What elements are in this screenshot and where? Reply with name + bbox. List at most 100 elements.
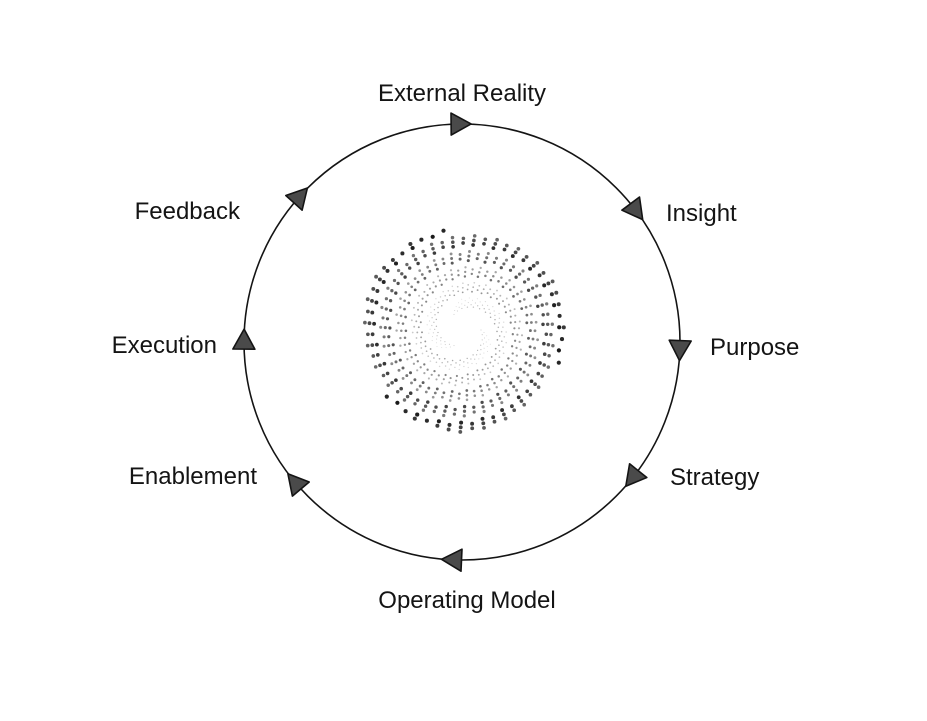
spiral-dot	[451, 359, 454, 362]
spiral-dot	[492, 305, 494, 308]
spiral-dot	[552, 303, 557, 308]
spiral-dot	[540, 374, 544, 378]
spiral-dot	[516, 333, 519, 336]
spiral-dot	[442, 413, 446, 418]
spiral-dot	[374, 300, 379, 305]
spiral-dot	[405, 394, 410, 399]
spiral-dot	[382, 265, 387, 270]
spiral-dot	[430, 311, 432, 314]
spiral-dot	[426, 265, 430, 269]
spiral-dot	[513, 327, 516, 330]
spiral-dot	[453, 345, 455, 347]
spiral-dot	[494, 353, 497, 356]
spiral-dot	[494, 256, 499, 260]
spiral-dot	[426, 368, 429, 371]
spiral-dot	[435, 318, 438, 321]
spiral-dot	[438, 357, 441, 360]
spiral-dot	[453, 294, 456, 297]
spiral-dot	[415, 337, 418, 339]
spiral-dot	[458, 306, 460, 308]
spiral-dot	[515, 354, 518, 357]
spiral-dot	[486, 304, 489, 307]
spiral-dot	[415, 412, 420, 417]
spiral-dot	[481, 304, 484, 306]
spiral-dot	[455, 362, 457, 364]
spiral-dot	[528, 329, 532, 333]
spiral-dot	[434, 328, 436, 331]
spiral-dot	[521, 269, 525, 273]
spiral-dot	[365, 297, 370, 302]
spiral-dot	[442, 391, 446, 395]
spiral-dot	[534, 320, 538, 324]
spiral-dot	[463, 365, 465, 368]
spiral-dot	[503, 416, 508, 421]
spiral-dot	[503, 371, 507, 375]
spiral-dot	[500, 401, 504, 405]
spiral-dot	[482, 288, 485, 291]
spiral-dot	[542, 341, 546, 346]
spiral-dot	[541, 322, 545, 327]
spiral-dot	[418, 269, 422, 272]
spiral-dot	[431, 291, 434, 294]
spiral-dot	[472, 234, 477, 238]
spiral-dot	[502, 352, 505, 355]
spiral-dot	[517, 327, 521, 330]
spiral-dot	[528, 266, 533, 271]
spiral-dot	[395, 313, 398, 316]
spiral-dot	[516, 246, 521, 251]
spiral-dot	[408, 241, 413, 247]
spiral-dot	[519, 348, 522, 351]
spiral-dot	[387, 344, 391, 348]
spiral-dot	[489, 312, 491, 315]
spiral-dot	[452, 412, 457, 416]
arrow-insight	[621, 196, 644, 221]
spiral-dot	[435, 423, 440, 428]
spiral-dot	[505, 341, 507, 344]
spiral-dot	[479, 378, 482, 381]
spiral-dot	[478, 271, 481, 274]
spiral-dot	[399, 386, 403, 391]
spiral-dot	[443, 409, 447, 413]
spiral-dot	[522, 402, 527, 407]
spiral-dot	[492, 365, 495, 368]
spiral-dot	[461, 286, 464, 289]
spiral-dot	[521, 258, 526, 263]
spiral-dot	[382, 344, 386, 348]
spiral-dot	[424, 345, 427, 348]
spiral-dot	[483, 237, 488, 242]
spiral-dot	[472, 354, 474, 356]
spiral-dot	[433, 357, 435, 359]
spiral-dot	[499, 266, 503, 270]
spiral-dot	[458, 253, 462, 256]
spiral-dot	[533, 356, 537, 360]
spiral-dot	[530, 312, 533, 316]
spiral-dot	[385, 371, 390, 376]
spiral-dot	[514, 321, 517, 324]
spiral-dot	[430, 306, 432, 308]
spiral-dot	[415, 388, 419, 392]
spiral-dot	[375, 289, 380, 293]
spiral-dot	[468, 250, 471, 253]
cycle-ring	[243, 123, 681, 561]
spiral-dot	[403, 275, 407, 279]
spiral-dot	[466, 357, 468, 360]
spiral-dot	[430, 373, 433, 376]
spiral-dot	[402, 398, 407, 402]
spiral-dot	[405, 374, 409, 378]
spiral-dot	[467, 378, 469, 380]
spiral-dot	[542, 363, 546, 367]
spiral-dot	[370, 332, 375, 337]
arrow-strategy	[624, 462, 648, 488]
spiral-dot	[433, 308, 436, 311]
spiral-dot	[507, 357, 510, 360]
spiral-dot	[529, 354, 533, 358]
spiral-dot	[381, 316, 385, 320]
spiral-dot	[475, 354, 478, 356]
spiral-dot	[531, 337, 535, 341]
spiral-dot	[481, 393, 485, 397]
spiral-dot	[456, 285, 459, 288]
spiral-dot	[457, 269, 460, 272]
spiral-dot	[544, 332, 549, 336]
spiral-dot	[398, 358, 402, 362]
spiral-dot	[431, 352, 433, 355]
